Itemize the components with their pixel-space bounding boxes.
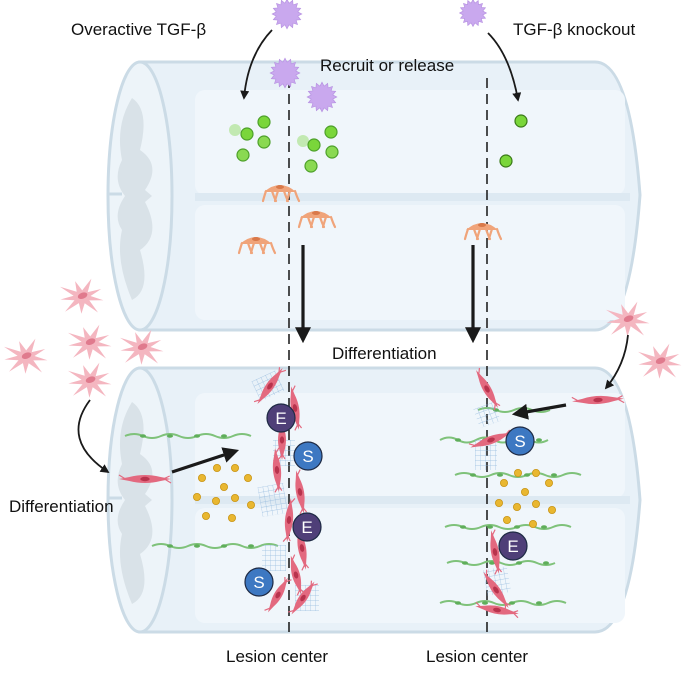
myofibroblast-icon	[118, 474, 172, 484]
arrow-tgf-left	[240, 29, 273, 100]
arrow-tgf-right	[487, 32, 522, 102]
marker-s-label: S	[514, 432, 525, 451]
label-differentiation-center: Differentiation	[332, 344, 437, 363]
fibroblast-icon	[638, 343, 682, 379]
tgf-beta-molecule-icon	[458, 0, 488, 28]
fibroblast-icon	[4, 338, 48, 374]
label-recruit-or-release: Recruit or release	[320, 56, 455, 75]
myofibroblast-icon	[272, 447, 283, 493]
marker-s-icon: S	[244, 567, 274, 597]
spinal-cord-top	[106, 60, 642, 332]
arrow-left-right	[511, 403, 567, 420]
marker-e-icon: E	[266, 403, 296, 433]
label-lesion-center-left: Lesion center	[226, 647, 329, 666]
ecm-fiber	[124, 433, 252, 439]
marker-e-label: E	[507, 537, 518, 556]
myofibroblast-icon	[288, 580, 318, 615]
fibroblast-icon	[120, 329, 164, 365]
ecm-fiber	[454, 472, 582, 478]
arrow-curve-right	[604, 334, 629, 390]
grey-matter-shape	[117, 98, 153, 300]
marker-s-icon: S	[505, 426, 535, 456]
myofibroblast-icon	[290, 385, 303, 431]
marker-e-label: E	[301, 518, 312, 537]
macrophage-icon	[237, 237, 277, 255]
tgf-beta-molecule-icon	[269, 57, 301, 89]
marker-s-icon: S	[293, 441, 323, 471]
ecm-fiber	[151, 543, 279, 549]
label-tgf-beta-knockout: TGF-β knockout	[513, 20, 636, 39]
label-lesion-center-right: Lesion center	[426, 647, 529, 666]
grey-matter-shape	[117, 402, 153, 604]
marker-e-icon: E	[498, 531, 528, 561]
fibroblast-icon	[68, 324, 112, 360]
label-differentiation-left: Differentiation	[9, 497, 114, 516]
myofibroblast-icon	[295, 469, 308, 515]
green-particles	[229, 114, 528, 173]
myofibroblast-icon	[264, 577, 292, 613]
ecm-fiber	[439, 600, 567, 606]
marker-s-label: S	[253, 573, 264, 592]
ecm-fiber	[446, 560, 556, 566]
arrow-diag-left	[171, 447, 240, 474]
myofibroblast-icon	[253, 367, 287, 405]
fibroblast-icon	[60, 278, 104, 314]
myofibroblast-icon	[475, 601, 519, 619]
yellow-dots-right	[494, 468, 557, 529]
fibroblast-icon	[606, 301, 650, 337]
myofibroblast-icon	[571, 395, 625, 405]
marker-s-label: S	[302, 447, 313, 466]
label-overactive-tgf-beta: Overactive TGF-β	[71, 20, 207, 39]
ecm-fiber	[444, 524, 572, 530]
macrophage-icon	[463, 223, 503, 241]
tgf-beta-molecule-icon	[306, 81, 338, 113]
arrow-curve-left	[77, 399, 110, 473]
myofibroblast-icon	[476, 367, 501, 411]
marker-e-label: E	[275, 409, 286, 428]
fibroblast-icon	[68, 362, 112, 398]
yellow-dots-left	[192, 463, 255, 523]
macrophage-icon	[297, 211, 337, 229]
marker-e-icon: E	[292, 512, 322, 542]
myofibroblast-icon	[490, 529, 503, 575]
macrophage-icon	[261, 185, 301, 203]
myofibroblast-icon	[282, 498, 296, 542]
tgf-beta-molecule-icon	[271, 0, 303, 30]
